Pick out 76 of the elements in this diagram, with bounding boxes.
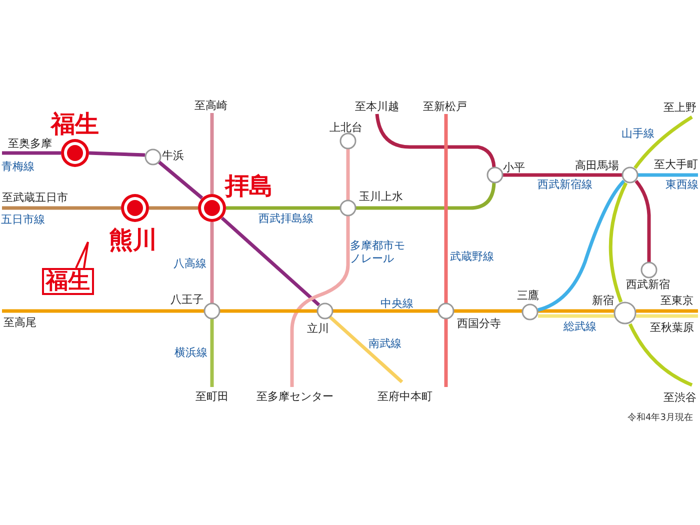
station-name: 立川 xyxy=(307,322,329,334)
rail-line xyxy=(444,319,448,387)
line-name: 総武線 xyxy=(564,320,596,332)
rail-line xyxy=(210,113,214,194)
line-name: 武蔵野線 xyxy=(450,250,494,262)
rail-line xyxy=(538,314,615,318)
rail-line xyxy=(636,314,698,318)
line-name: 青梅線 xyxy=(2,160,34,172)
destination-label: 至高崎 xyxy=(194,98,228,112)
rail-line xyxy=(2,151,61,155)
rail-line xyxy=(158,160,204,200)
station-name: 熊川 xyxy=(109,227,157,253)
leader-line xyxy=(75,241,89,269)
callout-text: 福生 xyxy=(46,270,90,292)
destination-label: 至秋葉原 xyxy=(650,320,694,334)
destination-label: 至大手町 xyxy=(654,158,698,170)
destination-label: 至上野 xyxy=(664,100,696,114)
line-name: 多摩都市モノレール xyxy=(350,239,406,265)
station-name: 八王子 xyxy=(170,292,204,306)
rail-line xyxy=(2,309,204,313)
destination-label: 至多摩センター xyxy=(256,390,334,402)
rail-line xyxy=(210,319,214,387)
rail-line xyxy=(634,116,693,170)
rail-line xyxy=(220,216,320,306)
rail-line xyxy=(210,222,214,303)
station-name: 福生 xyxy=(51,111,99,137)
rail-line xyxy=(628,323,693,387)
rail-line xyxy=(538,309,614,313)
station-name: 上北台 xyxy=(330,120,362,134)
rail-line xyxy=(346,149,350,200)
destination-label: 至渋谷 xyxy=(664,390,696,404)
date-note: 令和4年3月現在 xyxy=(628,412,693,424)
rail-line xyxy=(328,316,404,384)
destination-label: 至東京 xyxy=(660,294,694,306)
rail-line xyxy=(636,309,698,313)
line-name: 西武新宿線 xyxy=(538,178,592,190)
rail-line xyxy=(290,216,350,387)
station-name: 高田馬場 xyxy=(575,158,619,172)
station-name: 西武新宿 xyxy=(626,278,670,290)
rail-line xyxy=(220,309,317,313)
rail-line xyxy=(2,206,121,210)
line-name: 山手線 xyxy=(622,126,654,140)
rail-line xyxy=(638,173,698,177)
station-name: 玉川上水 xyxy=(359,190,403,202)
line-name: 中央線 xyxy=(380,296,414,310)
station-name: 三鷹 xyxy=(517,288,539,302)
line-name: 南武線 xyxy=(368,336,402,350)
station-name: 拝島 xyxy=(225,173,273,199)
rail-line xyxy=(356,182,496,210)
destination-label: 至奥多摩 xyxy=(8,136,52,150)
rail-line xyxy=(149,206,198,210)
destination-label: 至新松戸 xyxy=(423,100,467,112)
line-name: 横浜線 xyxy=(174,346,208,358)
rail-line xyxy=(608,182,628,303)
line-name: 八高線 xyxy=(174,256,206,270)
rail-line xyxy=(226,206,340,210)
rail-line xyxy=(454,309,522,313)
line-name: 東西線 xyxy=(666,178,698,190)
line-name: 五日市線 xyxy=(1,212,45,226)
station-name: 牛浜 xyxy=(162,148,184,162)
rail-line xyxy=(88,151,146,157)
destination-label: 至府中本町 xyxy=(378,390,432,402)
rail-line xyxy=(444,114,448,303)
rail-line xyxy=(333,309,438,313)
destination-label: 至武蔵五日市 xyxy=(2,190,68,204)
rail-line xyxy=(503,173,622,177)
line-name: 西武拝島線 xyxy=(258,212,314,224)
destination-label: 至町田 xyxy=(196,390,228,402)
station-name: 新宿 xyxy=(592,294,614,306)
rail-line xyxy=(538,180,626,312)
station-name: 西国分寺 xyxy=(457,316,501,330)
destination-label: 至本川越 xyxy=(355,100,399,112)
rail-line xyxy=(375,114,496,168)
rail-line xyxy=(634,180,651,262)
destination-label: 至高尾 xyxy=(4,316,36,328)
station-name: 小平 xyxy=(503,160,525,174)
